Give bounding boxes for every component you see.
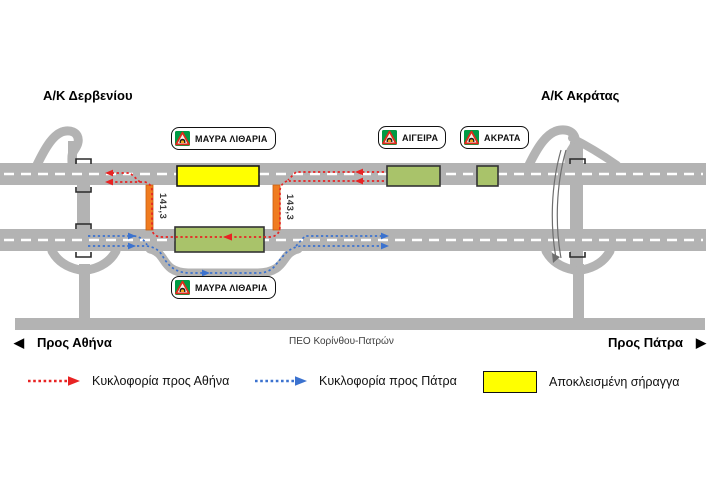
chainage-label-141-3: 141,3	[157, 193, 168, 220]
local-road-underpass	[551, 149, 567, 263]
direction-to-athens: ◀ Προς Αθήνα	[14, 335, 112, 350]
old-national-road-label: ΠΕΟ Κορίνθου-Πατρών	[289, 336, 394, 347]
legend-item-traffic-patras: Κυκλοφορία προς Πάτρα	[255, 374, 457, 388]
direction-to-patras-label: Προς Πάτρα	[608, 335, 683, 350]
loop-ramp-right	[523, 125, 580, 172]
route-to-athens	[110, 171, 384, 238]
ramp-left-a	[47, 246, 85, 275]
direction-to-patras: Προς Πάτρα ▶	[608, 335, 706, 350]
interchange-label-derveniou: Α/Κ Δερβενίου	[43, 88, 133, 103]
tunnel-warning-icon	[464, 130, 479, 145]
tunnel-open-aigeira	[386, 165, 441, 187]
interchange-label-akratas: Α/Κ Ακράτας	[541, 88, 620, 103]
median-opening-marks	[75, 158, 586, 258]
sign-label: ΑΙΓΕΙΡΑ	[402, 132, 439, 143]
tunnel-open-mavra-litharia	[174, 226, 265, 253]
sign-aigeira: ΑΙΓΕΙΡΑ	[378, 126, 447, 149]
tunnel-warning-icon	[175, 280, 190, 295]
red-dotted-arrow-icon	[28, 375, 80, 387]
tunnel-open-akrata	[476, 165, 499, 187]
median-connector-left	[77, 184, 90, 231]
route-to-athens-arrowheads	[105, 168, 363, 241]
legend-item-traffic-athens: Κυκλοφορία προς Αθήνα	[28, 374, 229, 388]
blue-dotted-arrow-icon	[255, 375, 307, 387]
left-arrow-icon: ◀	[14, 335, 24, 350]
sign-mavra-litharia-top: ΜΑΥΡΑ ΛΙΘΑΡΙΑ	[171, 127, 276, 150]
old-national-road	[15, 318, 705, 330]
road-network	[0, 141, 706, 330]
lane-markings	[4, 172, 703, 242]
sign-label: ΑΚΡΑΤΑ	[484, 132, 521, 143]
local-road-arrowhead	[552, 253, 560, 263]
direction-to-athens-label: Προς Αθήνα	[37, 335, 112, 350]
sign-mavra-litharia-bottom: ΜΑΥΡΑ ΛΙΘΑΡΙΑ	[171, 276, 276, 299]
ramp-stem-left	[79, 264, 90, 320]
legend-label: Αποκλεισμένη σήραγγα	[549, 375, 680, 389]
sign-akrata: ΑΚΡΑΤΑ	[460, 126, 529, 149]
right-arrow-icon: ▶	[696, 335, 706, 350]
loop-ramp-left	[31, 126, 83, 172]
closed-tunnel-swatch	[483, 371, 537, 393]
ramp-right-b	[577, 246, 615, 275]
legend-item-closed-tunnel: Αποκλεισμένη σήραγγα	[483, 371, 679, 393]
tunnel-closed-mavra-litharia	[176, 165, 260, 187]
barrier-143-3	[272, 184, 281, 231]
tunnel-warning-icon	[382, 130, 397, 145]
tunnel-warning-icon	[175, 131, 190, 146]
ramp-left-b	[83, 246, 121, 275]
sign-label: ΜΑΥΡΑ ΛΙΘΑΡΙΑ	[195, 282, 268, 293]
ramp-stem-right	[573, 264, 584, 320]
chainage-label-143-3: 143,3	[284, 194, 295, 221]
route-to-patras-arrowheads	[128, 232, 389, 277]
ramp-right-a	[541, 246, 579, 275]
merge-ramp-right	[568, 134, 621, 169]
interchange-ramps	[31, 125, 621, 278]
route-to-patras	[88, 235, 382, 274]
legend-label: Κυκλοφορία προς Πάτρα	[319, 374, 457, 388]
bypass-road	[145, 244, 303, 278]
sign-label: ΜΑΥΡΑ ΛΙΘΑΡΙΑ	[195, 133, 268, 144]
legend-label: Κυκλοφορία προς Αθήνα	[92, 374, 230, 388]
